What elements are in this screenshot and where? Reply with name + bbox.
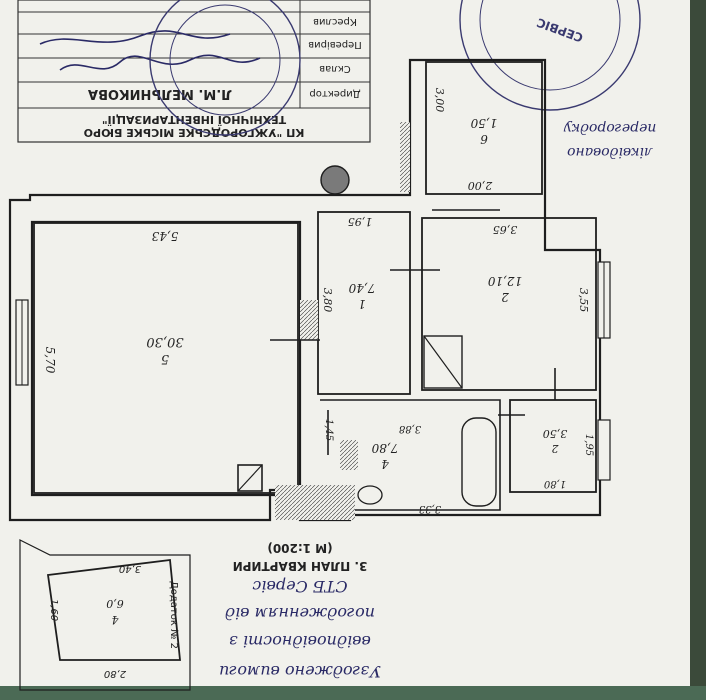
addendum-label: Додаток № 2 — [168, 581, 179, 649]
room-6-area: 1,50 — [470, 116, 497, 130]
bottom-edge — [0, 686, 706, 700]
plan-scale: (М 1:200) — [267, 541, 332, 555]
boiler-icon — [320, 165, 350, 195]
addendum-area: 6,0 — [106, 597, 124, 610]
addendum-dim-2: 3,40 — [119, 563, 141, 574]
room-2-area: 12,10 — [487, 274, 522, 288]
room-4-height: 3,33 — [419, 503, 441, 514]
room-1-height: 3,80 — [321, 288, 334, 313]
plan-title-block: 3. ПЛАН КВАРТИРИ (М 1:200) — [233, 541, 368, 573]
handwritten-note: ліквідовано перегородку — [563, 120, 657, 160]
title-stamp: КП "УЖГОРОДСЬКЕ МІСЬКЕ БЮРО ТЕХНІЧНОЇ ІН… — [17, 0, 371, 143]
round-seal — [149, 0, 301, 136]
note-line-2: перегородку — [563, 120, 657, 136]
stamp-role-director: Директор — [309, 88, 360, 99]
hw-line-3: погодженням від — [225, 604, 375, 623]
stamp-role-drawn: Креслив — [313, 16, 357, 27]
room-4-area: 7,80 — [371, 441, 398, 455]
room-2-height: 3,55 — [577, 288, 590, 313]
hatched-wall — [300, 300, 318, 340]
room-5-height: 5,70 — [43, 347, 57, 374]
plan-title: 3. ПЛАН КВАРТИРИ — [233, 559, 368, 573]
room-1-num: 1 — [358, 297, 366, 311]
hatched-wall — [340, 440, 358, 470]
handwritten-approval: Узгоджено вимоги ввідповідності з погодж… — [219, 577, 381, 681]
hw-line-4: СТБ Сервіс — [252, 577, 347, 596]
stove-icon — [237, 464, 263, 492]
room-3-area: 3,50 — [543, 427, 568, 440]
room-5-num: 5 — [161, 351, 169, 366]
addendum-dim-3: 1,60 — [48, 599, 59, 621]
room-4-outline — [320, 399, 501, 511]
hw-line-1: Узгоджено вимоги — [219, 662, 381, 681]
room-2-num: 2 — [501, 290, 510, 304]
round-seal-inner — [169, 4, 281, 116]
sink-icon — [423, 335, 463, 389]
room-6-height: 3,00 — [433, 88, 446, 113]
stamp-role-composed: Склав — [319, 63, 351, 74]
room-1-area: 7,40 — [348, 281, 375, 295]
room-2-outline — [421, 217, 597, 391]
stamp-role-checked: Перевірив — [308, 39, 362, 51]
room-1-width: 1,95 — [348, 215, 373, 228]
room-6-num: 6 — [480, 132, 488, 146]
bathtub-icon — [461, 417, 497, 507]
stamp-company-line2: ТЕХНІЧНОЇ ІНВЕНТАРИЗАЦІЇ" — [102, 113, 286, 127]
room-3-num: 2 — [552, 442, 560, 455]
signature-scribble — [39, 30, 231, 45]
room-2-width: 3,65 — [493, 223, 518, 236]
hw-line-2: ввідповідності з — [229, 632, 371, 651]
signature-scribble — [59, 54, 261, 71]
door-marks — [270, 209, 556, 455]
room-5-area: 30,30 — [146, 334, 183, 349]
addendum-dim-1: 2,80 — [104, 668, 126, 679]
room-6-outline — [425, 61, 543, 195]
hatched-wall — [275, 485, 355, 520]
stamp-company: КП "УЖГОРОДСЬКЕ МІСЬКЕ БЮРО — [84, 126, 305, 139]
hall-dim: 1,45 — [323, 419, 334, 441]
room-3-height: 1,95 — [583, 434, 594, 456]
room-labels: 5 30,30 5,43 5,70 1 7,40 1,95 3,80 2 12,… — [43, 88, 594, 514]
window-room-3 — [597, 419, 611, 481]
room-5-width: 5,43 — [151, 229, 178, 243]
room-3-width: 1,80 — [543, 478, 566, 489]
room-6-width: 2,00 — [468, 179, 494, 192]
addendum-block: 4 6,0 Додаток № 2 2,80 3,40 1,60 — [19, 539, 191, 691]
room-4-num: 4 — [381, 457, 390, 471]
room-4-width: 3,88 — [399, 423, 421, 434]
toilet-icon — [357, 485, 383, 505]
hatched-wall — [400, 122, 410, 192]
stamp-director-name: Л.М. МЕЛЬНИКОВА — [88, 86, 232, 101]
page-edge-shadow — [690, 0, 706, 700]
addendum-num: 4 — [112, 613, 120, 626]
room-5-outline — [33, 222, 299, 494]
note-line-1: ліквідовано — [567, 144, 653, 160]
room-3-outline — [509, 399, 597, 493]
